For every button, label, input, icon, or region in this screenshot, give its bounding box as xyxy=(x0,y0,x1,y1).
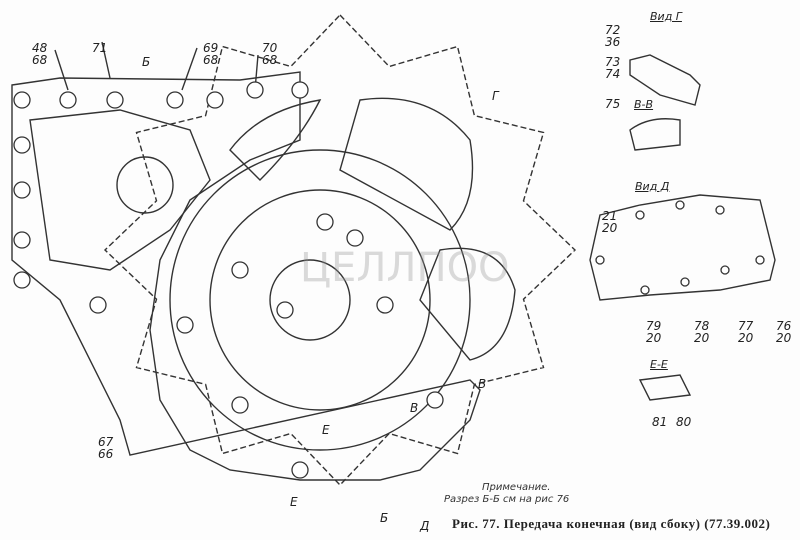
bolt-head xyxy=(291,81,309,99)
callout-81: 81 xyxy=(652,415,668,429)
note-text: Разрез Б-Б см на рис 76 xyxy=(444,494,570,505)
bolt-head xyxy=(231,396,249,414)
view-d-title: Вид Д xyxy=(635,180,670,193)
bolt-head xyxy=(291,461,309,479)
cover-view-d xyxy=(589,194,776,301)
bolt-head xyxy=(316,213,334,231)
bolt-head xyxy=(176,316,194,334)
bolt-head xyxy=(13,181,31,199)
bolt-head xyxy=(246,81,264,99)
section-ee-title: Е-Е xyxy=(650,358,668,371)
callout-71: 71 xyxy=(92,41,108,55)
spoke-opening-1 xyxy=(339,97,474,231)
callout-75: 75 xyxy=(605,97,621,111)
bolt-head xyxy=(675,200,685,210)
gear-center xyxy=(116,156,174,214)
leader-48 xyxy=(54,49,69,91)
view-g-title: Вид Г xyxy=(650,10,682,23)
housing-arm xyxy=(29,109,211,271)
watermark: ЦЕЛЛПОО xyxy=(300,245,510,291)
plate-view-g xyxy=(629,54,701,106)
bolt-head xyxy=(680,277,690,287)
spoke-opening-2 xyxy=(419,247,516,361)
marker-v-right: В xyxy=(478,377,487,391)
bolt-head xyxy=(346,229,364,247)
marker-e-mid: Е xyxy=(322,423,330,437)
section-vv xyxy=(629,118,681,151)
marker-b-top: Б xyxy=(142,55,151,69)
bolt-head xyxy=(376,296,394,314)
bolt-head xyxy=(720,265,730,275)
bolt-head xyxy=(13,231,31,249)
bolt-head xyxy=(13,91,31,109)
bolt-head xyxy=(166,91,184,109)
bolt-head xyxy=(59,91,77,109)
spoke-opening-3 xyxy=(229,99,322,181)
marker-e-bottom: Е xyxy=(290,495,298,509)
hub-outer xyxy=(169,149,471,451)
marker-b-bottom: Б xyxy=(380,511,389,525)
bolt-head xyxy=(635,210,645,220)
bolt-head xyxy=(13,271,31,289)
bolt-head xyxy=(89,296,107,314)
note-title: Примечание. xyxy=(482,482,551,493)
bolt-head xyxy=(715,205,725,215)
bolt-head xyxy=(206,91,224,109)
hub-center xyxy=(269,259,351,341)
bolt-head xyxy=(276,301,294,319)
housing-outline xyxy=(11,71,481,481)
callout-80: 80 xyxy=(676,415,692,429)
bolt-head xyxy=(755,255,765,265)
bolt-head xyxy=(231,261,249,279)
leader-69 xyxy=(181,47,198,91)
marker-d-bottom: Д xyxy=(420,519,430,533)
marker-v-left: В xyxy=(410,401,419,415)
callout-73: 73 xyxy=(605,55,621,69)
bolt-head xyxy=(595,255,605,265)
bolt-head xyxy=(106,91,124,109)
sprocket-outline xyxy=(103,13,577,487)
figure-caption: Рис. 77. Передача конечная (вид сбоку) (… xyxy=(452,516,771,531)
leader-71 xyxy=(101,41,111,79)
bolt-head xyxy=(640,285,650,295)
section-vv-title: В-В xyxy=(634,98,654,111)
section-ee xyxy=(638,374,692,401)
bolt-head xyxy=(426,391,444,409)
bolt-head xyxy=(13,136,31,154)
callout-74: 74 xyxy=(605,67,621,81)
hub-ring xyxy=(209,189,431,411)
marker-g: Г xyxy=(492,89,499,103)
